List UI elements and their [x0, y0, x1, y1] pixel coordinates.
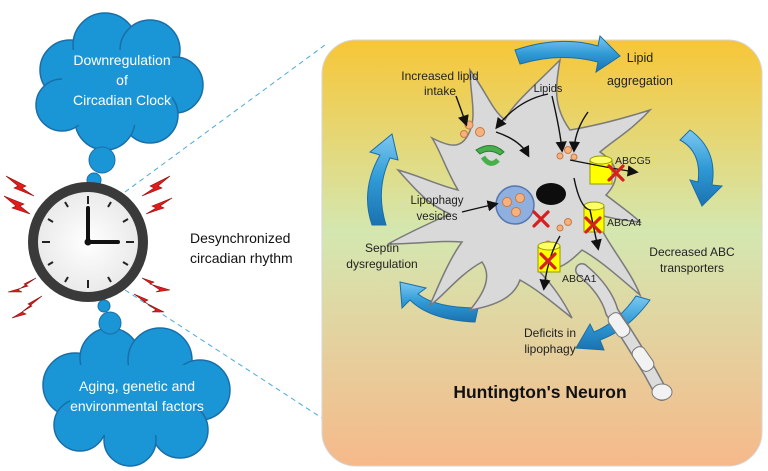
nucleus [536, 183, 566, 205]
label-deficits-lipophagy-1: Deficits in [524, 326, 576, 340]
cycle-arrows [367, 34, 724, 351]
inhibition-x-icons [532, 164, 625, 270]
cloud-top-line-2: of [116, 72, 128, 88]
label-lipophagy-vesicles-1: Lipophagy [410, 195, 463, 207]
neuron-panel-title: Huntington's Neuron [453, 382, 626, 402]
lipid-receptor-stem [480, 155, 500, 166]
cloud-bottom-line-1: Aging, genetic and [79, 378, 195, 394]
label-decreased-abc-1: Decreased ABC [649, 245, 735, 259]
cloud-bottom-line-2: environmental factors [70, 398, 204, 414]
cycle-arrow-left [367, 133, 399, 226]
desync-line-2: circadian rhythm [190, 250, 293, 266]
cloud-bottom [42, 327, 231, 467]
desync-line-1: Desynchronized [190, 230, 291, 246]
cloud-top [35, 12, 204, 151]
label-abcg5: ABCG5 [615, 155, 651, 167]
cycle-arrow-right [679, 129, 724, 207]
alarm-zigzag-icons [3, 175, 173, 319]
label-lipid-aggregation-2: aggregation [607, 74, 673, 88]
cycle-arrow-bottom-left [399, 281, 479, 323]
label-abca4: ABCA4 [607, 217, 642, 229]
label-lipid-aggregation-1: Lipid [627, 51, 653, 65]
desync-label: Desynchronized circadian rhythm [190, 228, 293, 268]
cloud-bottom-bubble-1 [98, 311, 122, 335]
label-increased-lipid-intake-1: Increased lipid [401, 69, 478, 83]
label-septin-dysregulation-1: Septin [365, 241, 399, 255]
label-deficits-lipophagy-2: lipophagy [524, 342, 575, 356]
label-decreased-abc-2: transporters [660, 261, 724, 275]
label-abca1: ABCA1 [562, 273, 597, 285]
cloud-top-line-1: Downregulation [73, 52, 171, 68]
label-lipophagy-vesicles-2: vesicles [417, 211, 458, 223]
label-increased-lipid-intake-2: intake [424, 84, 456, 98]
transporter-abcg5 [589, 155, 613, 185]
pathway-arrows [455, 93, 639, 291]
cloud-bottom-bubble-2 [97, 299, 111, 313]
lipophagy-vesicle [495, 185, 535, 225]
cycle-arrow-top [514, 34, 621, 74]
lipid-receptor-icon [475, 145, 505, 156]
clock-icon [28, 182, 148, 302]
label-septin-dysregulation-2: dysregulation [346, 257, 417, 271]
label-lipids: Lipids [534, 83, 563, 95]
cloud-top-line-3: Circadian Clock [72, 92, 172, 108]
cloud-top-bubble-1 [88, 146, 116, 174]
